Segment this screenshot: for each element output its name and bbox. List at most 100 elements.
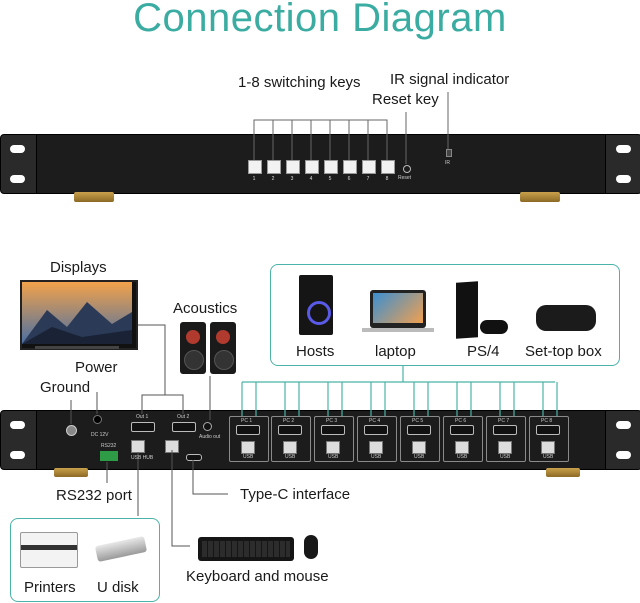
pc-label-6: PC 6 [455, 418, 467, 424]
typec-port[interactable] [186, 454, 202, 461]
rear-foot-left [54, 468, 88, 477]
rear-foot-right [546, 468, 580, 477]
power-label: Power [75, 359, 118, 376]
switch-key-5[interactable] [324, 160, 338, 174]
controller-icon [480, 320, 508, 334]
pc6-usb-text: USB [457, 454, 468, 460]
device-label-settop: Set-top box [525, 343, 602, 360]
switch-key-7[interactable] [362, 160, 376, 174]
pc2-hdmi-port[interactable] [278, 425, 302, 435]
rear-right-rack-ear [602, 410, 640, 470]
udisk-label: U disk [97, 579, 139, 596]
pc-group-3 [314, 416, 354, 462]
pc-group-7 [486, 416, 526, 462]
switch-key-2[interactable] [267, 160, 281, 174]
switch-key-1[interactable] [248, 160, 262, 174]
pc-label-8: PC 8 [541, 418, 553, 424]
key-number-5: 5 [328, 176, 332, 182]
typec-label: Type-C interface [240, 486, 351, 503]
dc-text: DC 12V [91, 432, 109, 438]
pc4-hdmi-port[interactable] [364, 425, 388, 435]
audio-out-text: Audio out [199, 434, 221, 440]
key-number-4: 4 [309, 176, 313, 182]
front-right-rack-ear [602, 134, 640, 194]
pc1-hdmi-port[interactable] [236, 425, 260, 435]
rs232-terminal [100, 451, 118, 461]
pc7-hdmi-port[interactable] [493, 425, 517, 435]
pc3-usb-port[interactable] [326, 441, 340, 454]
laptop-icon [370, 290, 426, 328]
rear-left-rack-ear [0, 410, 40, 470]
key-number-1: 1 [252, 176, 256, 182]
device-label-hosts: Hosts [296, 343, 335, 360]
pc6-hdmi-port[interactable] [450, 425, 474, 435]
pc7-usb-text: USB [500, 454, 511, 460]
keyboard-icon [198, 537, 294, 561]
pc-group-5 [400, 416, 440, 462]
switch-key-8[interactable] [381, 160, 395, 174]
pc-group-6 [443, 416, 483, 462]
pc2-usb-text: USB [285, 454, 296, 460]
laptop-base [362, 328, 434, 332]
display-monitor [20, 280, 138, 350]
pc5-hdmi-port[interactable] [407, 425, 431, 435]
pc8-usb-port[interactable] [541, 441, 555, 454]
hosts-icon [299, 275, 333, 335]
front-left-rack-ear [0, 134, 40, 194]
key-number-2: 2 [271, 176, 275, 182]
key-number-6: 6 [347, 176, 351, 182]
printers-label: Printers [24, 579, 76, 596]
audio-out-jack[interactable] [203, 422, 212, 431]
pc5-usb-text: USB [414, 454, 425, 460]
switch-key-4[interactable] [305, 160, 319, 174]
ir-indicator [446, 149, 452, 157]
device-label-ps4: PS/4 [467, 343, 500, 360]
front-foot-left [74, 192, 114, 202]
pc4-usb-port[interactable] [369, 441, 383, 454]
pc-label-5: PC 5 [412, 418, 424, 424]
pc7-usb-port[interactable] [498, 441, 512, 454]
speaker-right [210, 322, 236, 374]
device-label-laptop: laptop [375, 343, 416, 360]
reset-text: Reset [398, 175, 412, 181]
reset-key-label: Reset key [372, 91, 439, 108]
mountain-image [22, 282, 132, 344]
pc8-usb-text: USB [543, 454, 554, 460]
power-jack [93, 415, 102, 424]
settop-box-icon [536, 305, 596, 331]
ground-label: Ground [40, 379, 91, 396]
key-number-7: 7 [366, 176, 370, 182]
ir-text: IR [445, 160, 450, 166]
pc3-hdmi-port[interactable] [321, 425, 345, 435]
ir-indicator-label: IR signal indicator [390, 71, 510, 88]
mouse-icon [304, 535, 318, 559]
pc-label-7: PC 7 [498, 418, 510, 424]
pc3-usb-text: USB [328, 454, 339, 460]
reset-button[interactable] [403, 165, 411, 173]
pc-group-2 [271, 416, 311, 462]
pc-group-1 [229, 416, 269, 462]
usb-hub-text: USB HUB [131, 455, 154, 461]
pc1-usb-port[interactable] [241, 441, 255, 454]
front-panel [36, 134, 606, 194]
pc5-usb-port[interactable] [412, 441, 426, 454]
pc6-usb-port[interactable] [455, 441, 469, 454]
pc2-usb-port[interactable] [283, 441, 297, 454]
front-foot-right [520, 192, 560, 202]
pc8-hdmi-port[interactable] [536, 425, 560, 435]
pc-label-2: PC 2 [283, 418, 295, 424]
speaker-left [180, 322, 206, 374]
hdmi-out-2[interactable] [172, 422, 196, 432]
diagram-title: Connection Diagram [133, 0, 507, 40]
hdmi-out-1[interactable] [131, 422, 155, 432]
rs232-port-label: RS232 port [56, 487, 132, 504]
pc4-usb-text: USB [371, 454, 382, 460]
pc-label-3: PC 3 [326, 418, 338, 424]
switch-key-6[interactable] [343, 160, 357, 174]
switch-key-3[interactable] [286, 160, 300, 174]
out1-text: Out 1 [136, 414, 149, 420]
monitor-stand [35, 346, 119, 349]
acoustics-label: Acoustics [173, 300, 238, 317]
pc-group-4 [357, 416, 397, 462]
